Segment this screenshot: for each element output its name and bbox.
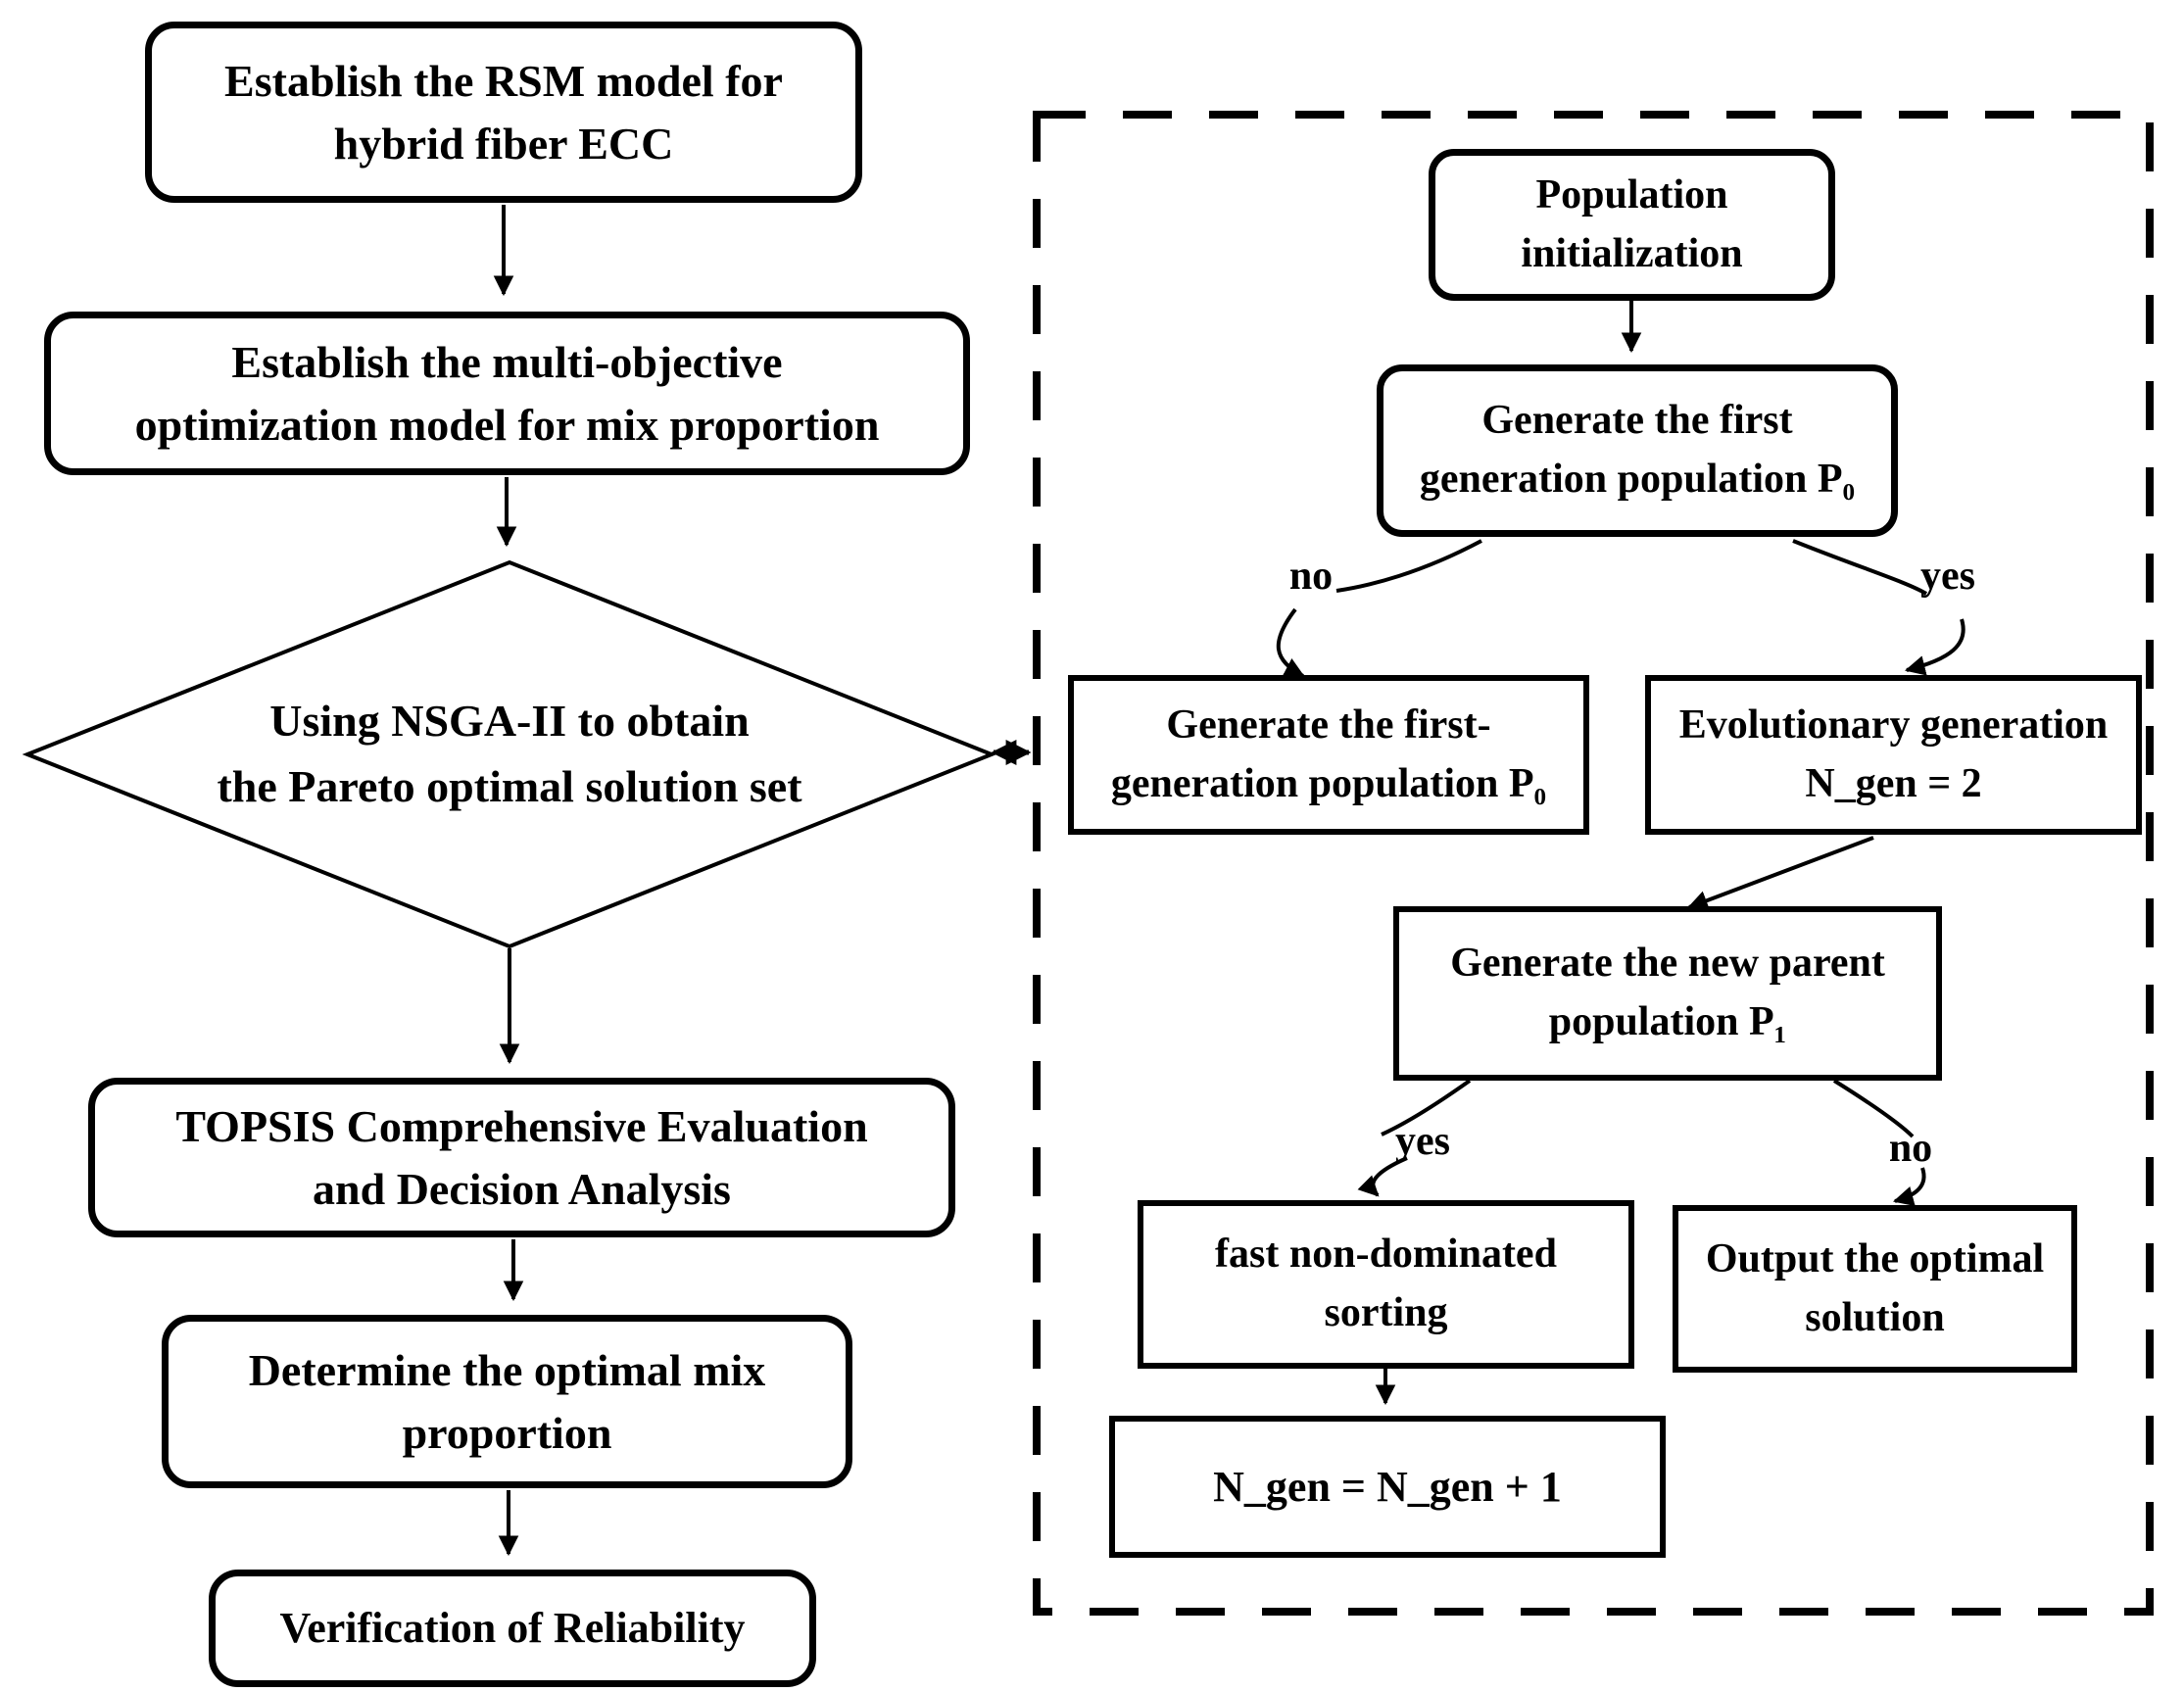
node-output-optimal-solution-line2: solution — [1805, 1294, 1945, 1340]
curve-p1-yes-upper — [1381, 1079, 1472, 1136]
node-nsga-decision-line2: the Pareto optimal solution set — [217, 761, 802, 811]
node-fast-nondominated-sorting-line2: sorting — [1324, 1290, 1448, 1335]
node-topsis-line1: TOPSIS Comprehensive Evaluation — [175, 1101, 868, 1152]
node-optimal-mix-line1: Determine the optimal mix — [248, 1345, 766, 1396]
node-output-optimal-solution-line1: Output the optimal — [1705, 1235, 2045, 1281]
node-fast-nondominated-sorting-line1: fast non-dominated — [1215, 1232, 1557, 1278]
label-p1-no: no — [1888, 1126, 1933, 1171]
node-evolutionary-generation-line2: N_gen = 2 — [1805, 760, 1982, 806]
arrow-evol-to-p1 — [1687, 836, 1874, 911]
curve-p1-no-upper — [1832, 1079, 1915, 1138]
label-p1-yes: yes — [1395, 1119, 1450, 1164]
node-generate-first-gen-no-branch-line1: Generate the first- — [1166, 701, 1491, 748]
node-verification: Verification of Reliability — [209, 1570, 816, 1687]
node-ngen-increment-line1: N_gen = N_gen + 1 — [1213, 1462, 1562, 1511]
node-topsis-line2: and Decision Analysis — [313, 1163, 731, 1214]
node-fast-nondominated-sorting: fast non-dominated sorting — [1138, 1200, 1634, 1369]
node-evolutionary-generation-line1: Evolutionary generation — [1678, 701, 2109, 748]
curve-p1-yes-lower — [1357, 1156, 1408, 1197]
node-establish-moo: Establish the multi-objective optimizati… — [44, 312, 970, 475]
node-nsga-decision: Using NSGA-II to obtain the Pareto optim… — [118, 627, 901, 882]
node-population-init-line2: initialization — [1521, 230, 1743, 276]
node-establish-rsm: Establish the RSM model for hybrid fiber… — [145, 22, 862, 203]
curve-genfirst-yes-upper — [1792, 539, 1928, 596]
node-establish-rsm-line1: Establish the RSM model for — [224, 56, 783, 107]
label-first-yes: yes — [1920, 554, 1975, 599]
node-new-parent-population-line1: Generate the new parent — [1450, 941, 1885, 987]
node-generate-first-gen-line1: Generate the first — [1481, 398, 1793, 444]
node-generate-first-gen-no-branch: Generate the first- generation populatio… — [1068, 675, 1589, 835]
node-establish-moo-line2: optimization model for mix proportion — [134, 399, 880, 450]
node-output-optimal-solution: Output the optimal solution — [1673, 1205, 2077, 1373]
node-new-parent-population: Generate the new parent population P₁ — [1393, 906, 1942, 1081]
node-evolutionary-generation: Evolutionary generation N_gen = 2 — [1645, 675, 2142, 835]
node-optimal-mix-line2: proportion — [402, 1407, 612, 1458]
node-generate-first-gen-line2: generation population P₀ — [1419, 457, 1856, 502]
node-verification-line1: Verification of Reliability — [279, 1604, 746, 1653]
node-optimal-mix: Determine the optimal mix proportion — [162, 1315, 852, 1488]
node-topsis: TOPSIS Comprehensive Evaluation and Deci… — [88, 1078, 955, 1237]
node-population-init-line1: Population — [1535, 171, 1728, 218]
label-first-no: no — [1288, 554, 1334, 599]
node-establish-moo-line1: Establish the multi-objective — [231, 337, 783, 388]
nsga-detail-dashed-border — [1033, 111, 2154, 1616]
node-new-parent-population-line2: population P₁ — [1548, 999, 1787, 1044]
curve-p1-no-lower — [1892, 1167, 1926, 1207]
curve-genfirst-no-upper — [1335, 539, 1482, 593]
node-establish-rsm-line2: hybrid fiber ECC — [333, 118, 674, 169]
node-generate-first-gen-no-branch-line2: generation population P₀ — [1110, 760, 1547, 806]
node-population-init: Population initialization — [1429, 149, 1835, 301]
node-generate-first-gen: Generate the first generation population… — [1377, 364, 1898, 537]
curve-genfirst-no-lower — [1276, 607, 1305, 678]
node-nsga-decision-line1: Using NSGA-II to obtain — [269, 696, 750, 747]
curve-genfirst-yes-lower — [1904, 618, 1966, 676]
node-ngen-increment: N_gen = N_gen + 1 — [1109, 1416, 1666, 1558]
